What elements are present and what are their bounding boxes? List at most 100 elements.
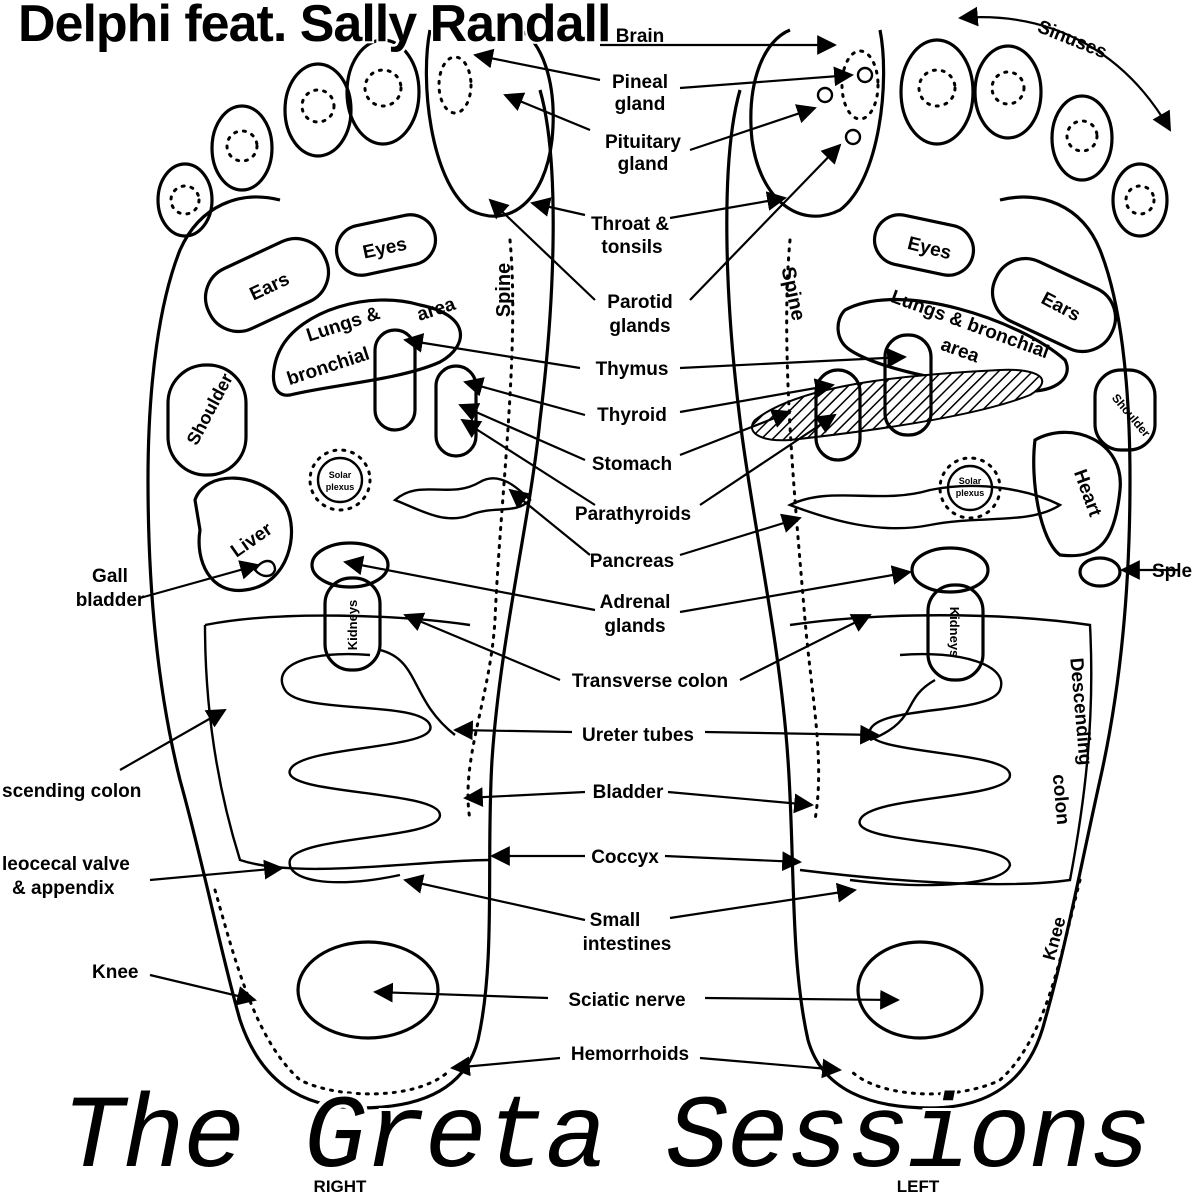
gall-label-1: Gall [92, 566, 128, 587]
artist-credit: Delphi feat. Sally Randall [18, 0, 611, 53]
ureter-label: Ureter tubes [582, 725, 694, 746]
thyroid-label: Thyroid [597, 405, 667, 426]
spleen-label: Sple [1152, 561, 1192, 582]
coccyx-label: Coccyx [591, 847, 659, 868]
kidneys-left-label: Kidneys [947, 607, 962, 658]
left-kidney-zone [926, 583, 985, 682]
shoulder-right-label: Shoulder [183, 370, 237, 448]
left-heel-dots [848, 878, 1082, 1096]
pancreas-label: Pancreas [590, 551, 675, 572]
left-lungs-hatch [751, 368, 1044, 442]
side-labels: Gall bladder scending colon leocecal val… [2, 561, 1192, 983]
heart-label: Heart [1069, 467, 1106, 520]
eyes-right-label: Eyes [361, 234, 409, 264]
left-adrenal-zone [910, 546, 990, 594]
right-adrenal-zone [310, 541, 390, 589]
left-small-intestine [849, 652, 1012, 887]
right-ears-zone [203, 236, 331, 334]
solar-left-label-2: plexus [956, 488, 985, 498]
right-shoulder-zone [166, 363, 248, 477]
left-eyes-zone [872, 213, 976, 277]
right-colon-outline [203, 614, 491, 871]
lungs-right-label-3: area [414, 294, 458, 326]
left-foot-label: LEFT [897, 1177, 940, 1196]
left-foot-outline [725, 89, 1132, 1110]
left-colon-outline [789, 614, 1093, 886]
spine-left-label: Spine [776, 265, 809, 323]
left-ears-zone [990, 256, 1118, 354]
right-sciatic-zone [296, 940, 440, 1040]
right-small-toes [156, 38, 473, 238]
throat-label-1: Throat & [591, 214, 669, 235]
shoulder-left-label: Shoulder [1109, 391, 1153, 440]
gall-label-2: bladder [76, 590, 145, 611]
left-foot [725, 28, 1169, 1110]
lungs-left-label-2: area [938, 334, 982, 367]
spine-right-label: Spine [493, 263, 515, 317]
ascending-colon-label: scending colon [2, 781, 141, 802]
right-foot-label: RIGHT [314, 1177, 368, 1196]
album-title: The Greta Sessions [62, 1080, 1151, 1198]
ileocecal-label-2: & appendix [12, 878, 115, 899]
left-pancreas-zone [786, 484, 1063, 530]
right-spine-dots [466, 238, 515, 822]
ears-right-label: Ears [247, 269, 293, 305]
kidneys-right-label: Kidneys [345, 600, 360, 651]
left-pineal-dot [856, 66, 874, 84]
right-lungs-zone [271, 298, 463, 397]
left-ureter [869, 678, 936, 742]
left-sciatic-zone [856, 940, 984, 1040]
left-big-toe [749, 28, 886, 218]
pituitary-label-2: gland [618, 154, 669, 175]
sciatic-label: Sciatic nerve [568, 990, 685, 1011]
left-spine-dots [785, 238, 821, 822]
left-pituitary-dot [816, 86, 834, 104]
right-thyroid-zone [434, 364, 478, 458]
parathyroids-label: Parathyroids [575, 504, 691, 525]
right-small-intestine [280, 652, 442, 884]
solar-right-label-1: Solar [329, 470, 352, 480]
left-shoulder-zone [1093, 368, 1157, 452]
adrenal-label-2: glands [604, 616, 665, 637]
descending-label-2: colon [1048, 773, 1073, 825]
left-thymus-zone [883, 333, 933, 437]
parotid-label-2: glands [609, 316, 670, 337]
parotid-label-1: Parotid [607, 292, 672, 313]
pituitary-label-1: Pituitary [605, 132, 681, 153]
liver-label: Liver [227, 519, 277, 563]
ears-left-label: Ears [1037, 288, 1083, 326]
brain-label: Brain [616, 26, 665, 47]
adrenal-label-1: Adrenal [600, 592, 671, 613]
bladder-label: Bladder [593, 782, 664, 803]
hemorrhoids-label: Hemorrhoids [571, 1044, 689, 1065]
right-gall-bladder-zone [253, 559, 277, 578]
right-foot-outline [146, 89, 555, 1110]
right-solar-plexus [308, 448, 372, 512]
eyes-left-label: Eyes [905, 233, 953, 264]
center-labels: Brain Pineal gland Pituitary gland Throa… [568, 26, 728, 1065]
right-liver-zone [193, 476, 294, 593]
sinuses-label: Sinuses [1034, 17, 1109, 64]
left-small-toes [840, 38, 1169, 238]
solar-left-label-1: Solar [959, 476, 982, 486]
left-heart-zone [1032, 430, 1122, 558]
right-eyes-zone [334, 213, 438, 277]
right-big-toe [424, 28, 555, 218]
knee-right-label: Knee [92, 962, 138, 983]
transverse-colon-label: Transverse colon [572, 671, 728, 692]
solar-right-label-2: plexus [326, 482, 355, 492]
thymus-label: Thymus [596, 359, 669, 380]
pineal-label-1: Pineal [612, 72, 668, 93]
pineal-label-2: gland [615, 94, 666, 115]
throat-label-2: tonsils [601, 237, 662, 258]
left-spleen-zone [1078, 556, 1122, 588]
stomach-label: Stomach [592, 454, 672, 475]
right-pancreas-zone [392, 477, 532, 520]
right-kidney-zone [323, 576, 382, 672]
small-intestines-label-2: intestines [583, 934, 672, 955]
small-intestines-label-1: Small [590, 910, 641, 931]
right-thymus-zone [373, 328, 417, 432]
right-foot [146, 28, 555, 1110]
left-throat-dot [844, 128, 862, 146]
